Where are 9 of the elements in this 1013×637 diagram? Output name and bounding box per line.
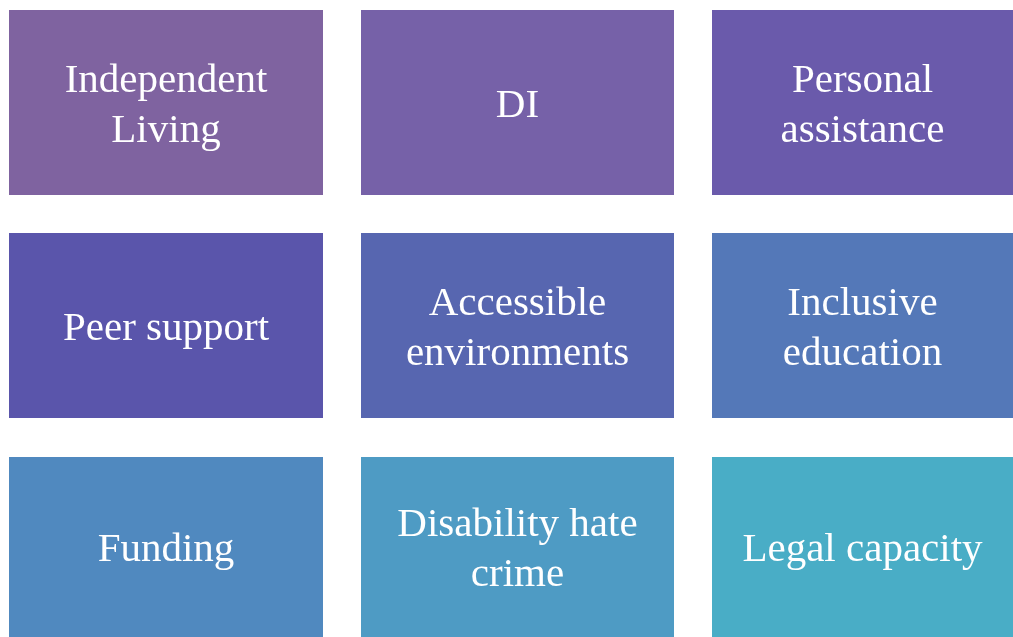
topic-box: Independent Living: [9, 10, 323, 195]
topic-box: Disability hate crime: [361, 457, 674, 637]
topic-box: Accessible environments: [361, 233, 674, 418]
topic-box: Peer support: [9, 233, 323, 418]
topic-box: Inclusive education: [712, 233, 1013, 418]
topic-box: Funding: [9, 457, 323, 637]
topic-box: Personal assistance: [712, 10, 1013, 195]
topic-box: Legal capacity: [712, 457, 1013, 637]
topic-box: DI: [361, 10, 674, 195]
